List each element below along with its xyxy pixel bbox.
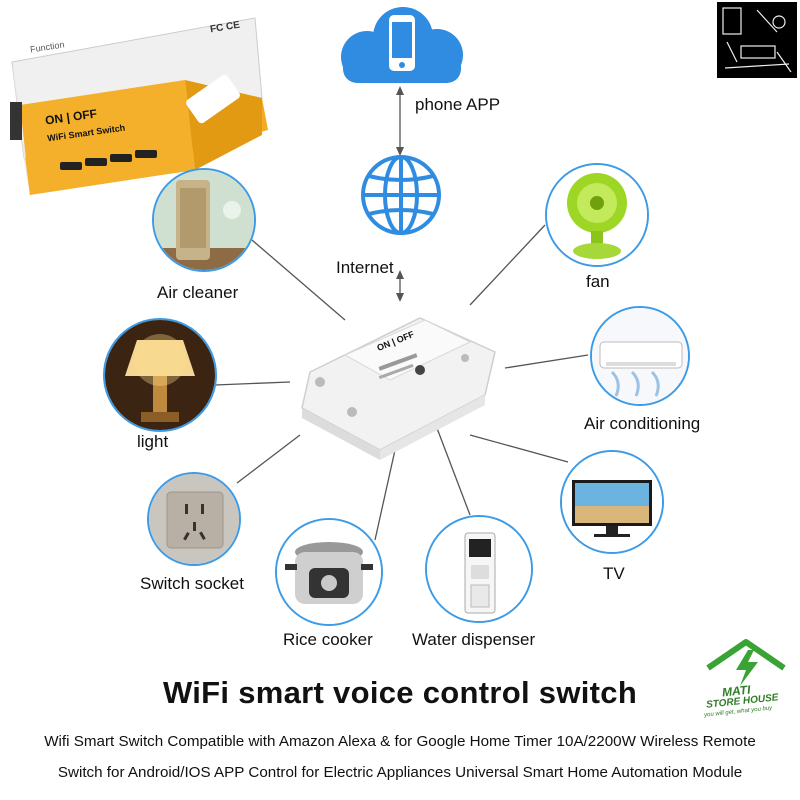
smart-switch-device: ON | OFF bbox=[290, 300, 520, 460]
page-title: WiFi smart voice control switch bbox=[162, 675, 638, 710]
globe-icon bbox=[358, 152, 444, 238]
description-line-2: Switch for Android/IOS APP Control for E… bbox=[57, 764, 743, 781]
corner-sketch-image bbox=[717, 2, 797, 78]
product-box: Function FC CE ON | OFF WiFi Smart Switc… bbox=[0, 10, 270, 195]
water-dispenser-image bbox=[425, 515, 533, 623]
air-conditioning-label: Air conditioning bbox=[584, 414, 701, 433]
switch-socket-label: Switch socket bbox=[140, 574, 244, 593]
product-box-graphic bbox=[10, 17, 268, 195]
house-lightning-icon bbox=[706, 639, 786, 686]
switch-socket-image bbox=[147, 472, 241, 566]
air-conditioning-image bbox=[590, 306, 690, 406]
cloud-icon bbox=[325, 5, 475, 85]
phone-app-label: phone APP bbox=[415, 95, 501, 114]
light-label: light bbox=[137, 432, 169, 451]
tv-image bbox=[560, 450, 664, 554]
box-on-text: ON bbox=[44, 111, 65, 128]
air-cleaner-label: Air cleaner bbox=[157, 283, 239, 302]
water-dispenser-label: Water dispenser bbox=[412, 630, 536, 649]
fan-image bbox=[545, 163, 649, 267]
rice-cooker-image bbox=[275, 518, 383, 626]
phone-icon bbox=[389, 15, 415, 71]
fan-label: fan bbox=[586, 272, 610, 291]
rice-cooker-label: Rice cooker bbox=[283, 630, 373, 649]
box-power-icon: | bbox=[65, 110, 71, 125]
light-image bbox=[103, 318, 217, 432]
description-line-1: Wifi Smart Switch Compatible with Amazon… bbox=[44, 733, 756, 750]
internet-label: Internet bbox=[336, 258, 394, 277]
store-logo: MATI STORE HOUSE you will get, what you … bbox=[700, 638, 792, 722]
air-cleaner-image bbox=[152, 168, 256, 272]
tv-label: TV bbox=[603, 564, 625, 583]
